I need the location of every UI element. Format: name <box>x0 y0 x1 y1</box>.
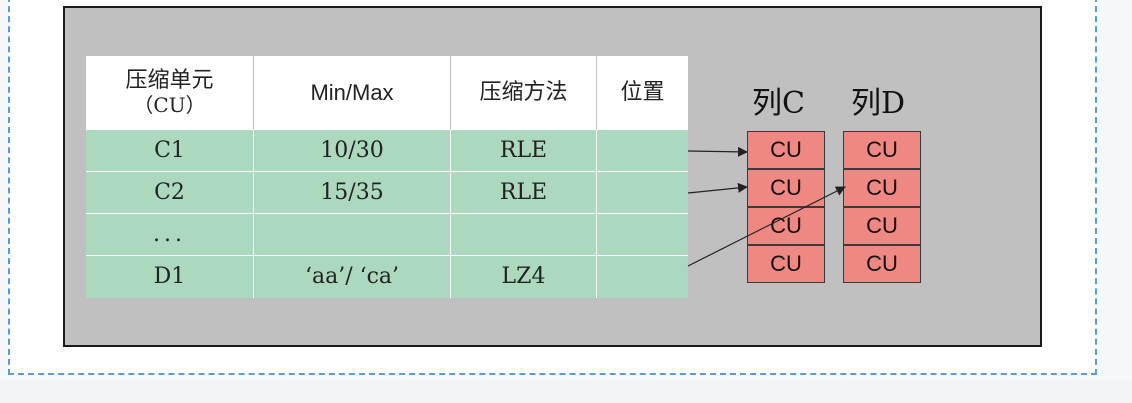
table-cell <box>597 130 688 172</box>
header-cu: 压缩单元 （CU） <box>86 56 254 130</box>
table-cell: RLE <box>451 172 597 214</box>
table-cell: C1 <box>86 130 254 172</box>
table-cell: RLE <box>451 130 597 172</box>
table-cell <box>597 172 688 214</box>
bottom-band <box>0 380 1132 403</box>
cu-block: CU <box>843 207 921 245</box>
header-method-label: 压缩方法 <box>479 80 568 105</box>
header-minmax-label: Min/Max <box>310 80 394 105</box>
table-cell <box>451 214 597 256</box>
arrow-c2 <box>687 182 748 194</box>
cu-block: CU <box>843 131 921 169</box>
table-cell: C2 <box>86 172 254 214</box>
table-cell: ... <box>86 214 254 256</box>
header-cu-line2: （CU） <box>133 93 206 117</box>
cu-block: CU <box>747 169 825 207</box>
table-cell: LZ4 <box>451 256 597 298</box>
header-cu-line1: 压缩单元 <box>125 68 214 93</box>
table-cell: 10/30 <box>254 130 451 172</box>
arrow-d1 <box>687 186 846 267</box>
cu-block: CU <box>747 245 825 283</box>
column-c-title: 列C <box>752 86 805 121</box>
table-cell <box>597 214 688 256</box>
cu-block: CU <box>747 207 825 245</box>
header-method: 压缩方法 <box>451 56 597 130</box>
table-cell <box>254 214 451 256</box>
cu-block: CU <box>843 245 921 283</box>
cu-block: CU <box>747 131 825 169</box>
header-position: 位置 <box>597 56 688 130</box>
table-cell <box>597 256 688 298</box>
table-cell: ‘aa’/ ‘ca’ <box>254 256 451 298</box>
table-cell: D1 <box>86 256 254 298</box>
table-cell: 15/35 <box>254 172 451 214</box>
header-minmax: Min/Max <box>254 56 451 130</box>
arrow-c1 <box>687 146 748 157</box>
column-d-title: 列D <box>851 86 906 121</box>
header-position-label: 位置 <box>620 80 665 105</box>
